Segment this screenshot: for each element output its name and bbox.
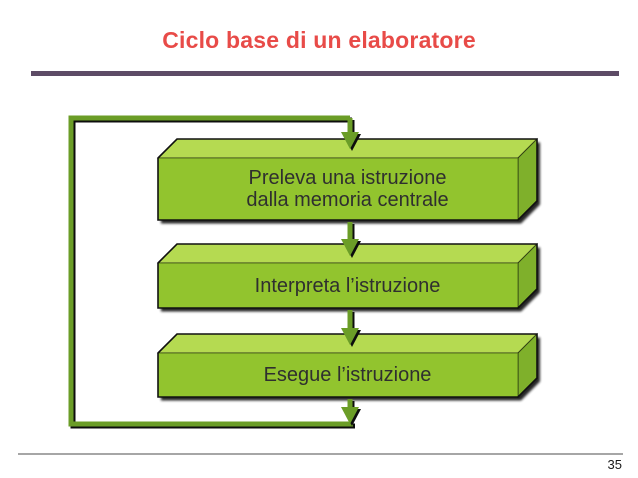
title-underline (31, 71, 619, 76)
step-box-execute (156, 332, 540, 401)
arrow-execute-to-loop (341, 399, 361, 426)
loop-connector (68, 115, 355, 429)
step-label-line: Esegue l’istruzione (263, 364, 432, 386)
step-label-fetch: Preleva una istruzione dalla memoria cen… (158, 167, 537, 211)
footer-rule (18, 453, 623, 455)
page-number: 35 (607, 457, 622, 472)
step-box-fetch (156, 137, 540, 224)
loop-line (68, 115, 353, 427)
arrow-head (341, 407, 359, 424)
step-label-execute: Esegue l’istruzione (158, 364, 537, 386)
slide-title: Ciclo base di un elaboratore (162, 27, 476, 53)
box-front-face (157, 262, 519, 309)
arrow-head (341, 239, 359, 256)
box-outline (157, 138, 538, 221)
arrow-decode-to-execute (341, 310, 361, 347)
step-label-line: Preleva una istruzione (248, 167, 447, 189)
arrow-fetch-to-decode (341, 222, 361, 258)
box-outline (157, 333, 538, 398)
box-outline (157, 243, 538, 309)
arrow-head (341, 132, 359, 149)
box-front-face (157, 352, 519, 398)
step-label-decode: Interpreta l’istruzione (158, 275, 537, 297)
arrow-head (341, 328, 359, 345)
step-label-line: Interpreta l’istruzione (254, 275, 441, 297)
step-label-line: dalla memoria centrale (246, 189, 449, 211)
step-box-decode (156, 242, 540, 312)
arrow-into-fetch (341, 118, 361, 151)
